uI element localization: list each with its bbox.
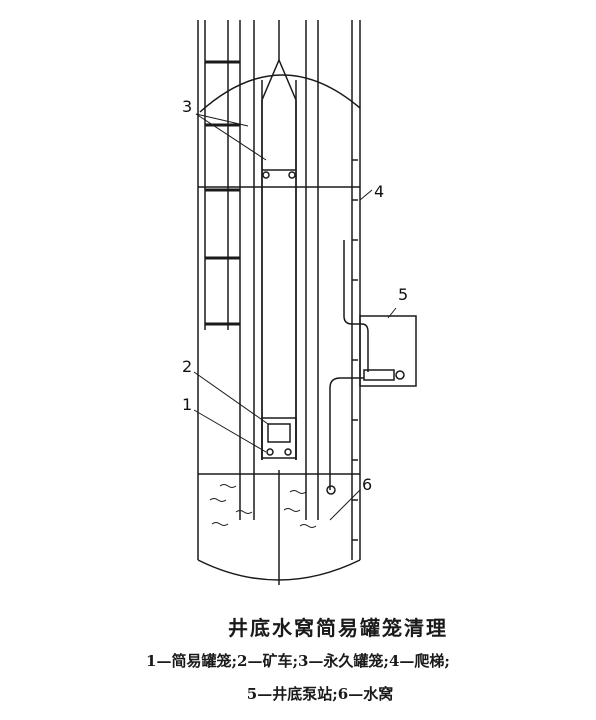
shaft-dome — [199, 74, 361, 113]
pump-unit — [363, 369, 395, 381]
label-3: 3 — [182, 97, 192, 116]
shaft-diagram: 3 4 5 2 1 6 — [182, 20, 417, 585]
pipe-lower — [329, 377, 364, 490]
ladder-right-ticks — [352, 159, 358, 541]
water-waves — [209, 484, 317, 528]
label-5: 5 — [398, 285, 408, 304]
figure-title: 井底水窝简易罐笼清理 — [228, 616, 448, 640]
suction-inlet — [326, 485, 336, 495]
label-1: 1 — [182, 395, 192, 414]
legend-line-1: 1—简易罐笼;2—矿车;3—永久罐笼;4—爬梯; — [146, 652, 450, 670]
pump-station-frame — [359, 315, 417, 387]
label-4: 4 — [374, 182, 384, 201]
simple-cage — [261, 417, 297, 459]
label-2: 2 — [182, 357, 192, 376]
label-6: 6 — [362, 475, 372, 494]
mine-car — [267, 423, 291, 443]
leader-lines — [193, 113, 397, 521]
legend-line-2: 5—井底泵站;6—水窝 — [246, 685, 394, 703]
cage-wheel-right — [288, 171, 296, 179]
ladder-rungs — [205, 60, 240, 326]
permanent-cage — [261, 58, 297, 460]
cage-wheel-left — [262, 171, 270, 179]
pipe-upper — [343, 240, 369, 372]
